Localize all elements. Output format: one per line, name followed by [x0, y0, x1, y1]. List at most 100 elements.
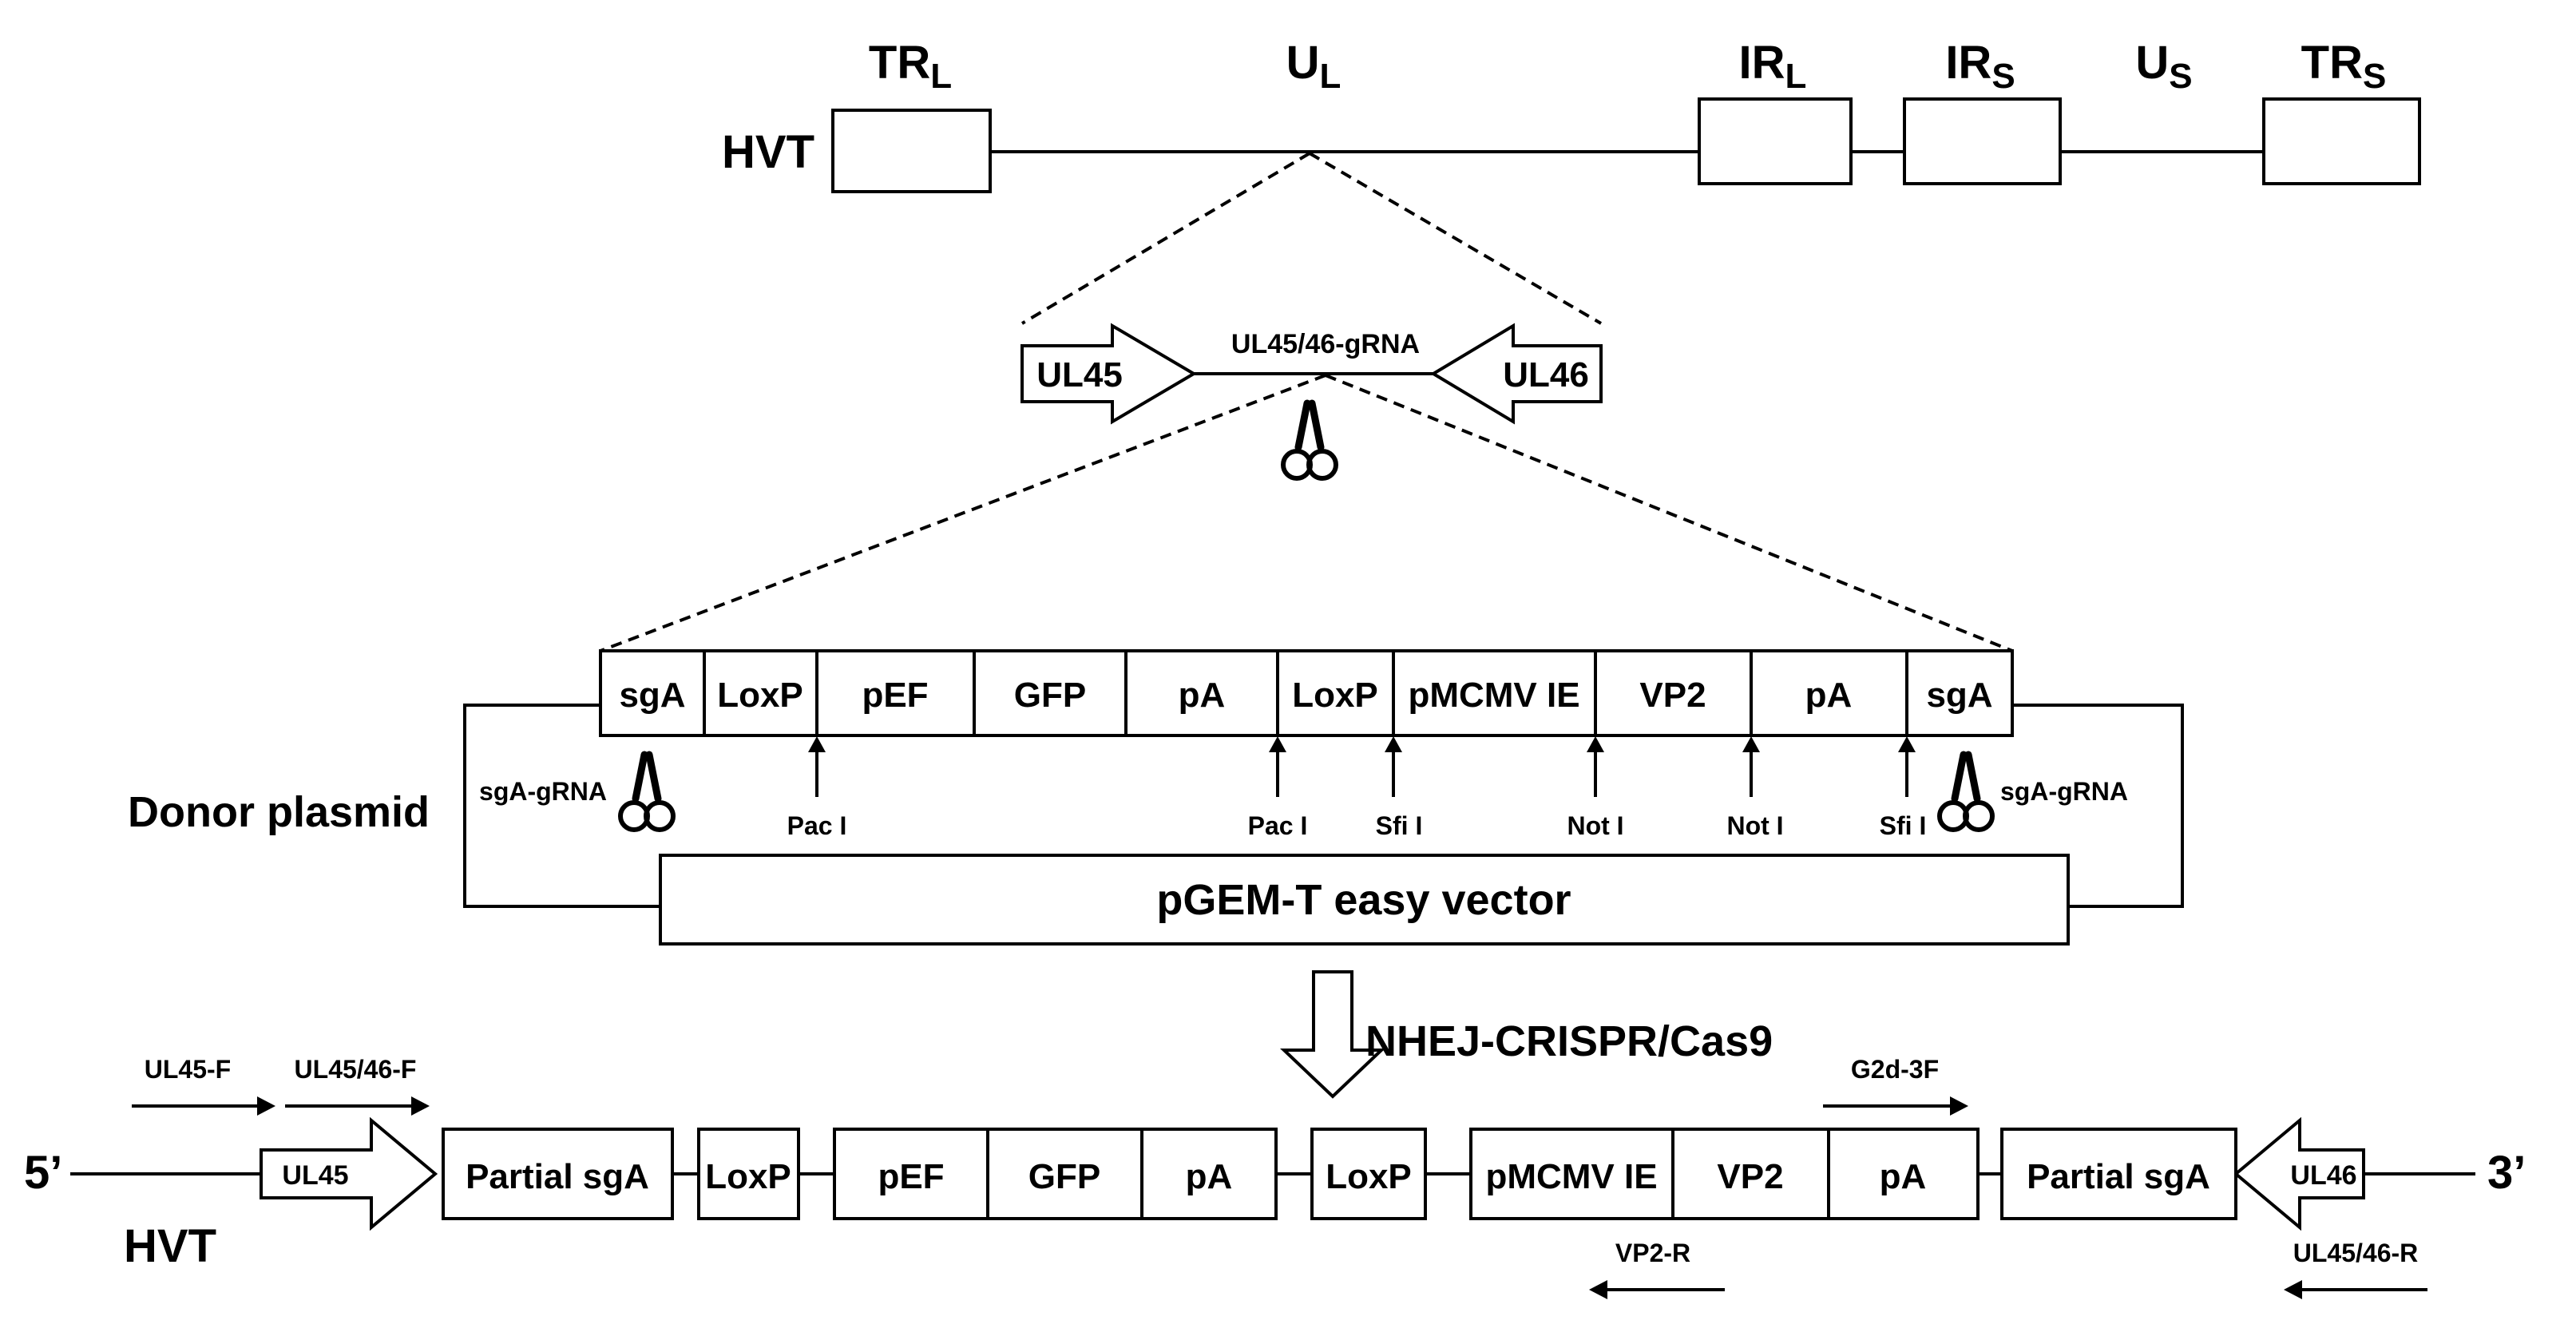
restriction-label: Sfi I: [1376, 811, 1423, 840]
restriction-label: Pac I: [787, 811, 847, 840]
result-ul46-arrow: [2233, 1116, 2365, 1231]
scissors-icon: [1937, 751, 1995, 832]
up-arrow-icon: [1742, 736, 1760, 752]
result-element-gfp: GFP: [1028, 1157, 1100, 1196]
down-arrow-icon: [1279, 970, 1386, 1099]
donor-element-pa: pA: [1805, 676, 1853, 715]
plasmid-loop-line: [463, 704, 660, 908]
plasmid-loop-line: [2012, 704, 2184, 908]
primer-vp2-r: VP2-R: [1589, 1239, 1725, 1299]
zoom-dashed-line: [1325, 374, 2013, 652]
restriction-site-not1: Not I: [1567, 736, 1624, 840]
donor-element-sga: sgA: [619, 676, 685, 715]
result-virus-label: HVT: [124, 1220, 216, 1272]
primer-ul45-f: UL45-F: [132, 1055, 275, 1116]
result-ul46-label: UL46: [2290, 1160, 2356, 1191]
irs-box: [1903, 97, 2062, 185]
restriction-label: Pac I: [1248, 811, 1308, 840]
right-arrow-icon: [257, 1096, 275, 1116]
left-arrow-icon: [2284, 1280, 2302, 1299]
region-label-us: US: [2135, 37, 2192, 96]
ul46-label: UL46: [1503, 355, 1589, 394]
irl-box: [1698, 97, 1853, 185]
up-arrow-icon: [1587, 736, 1604, 752]
genome-virus-label: HVT: [722, 126, 814, 178]
sga-grna-label-right: sgA-gRNA: [2000, 777, 2128, 806]
restriction-site-not1: Not I: [1726, 736, 1784, 840]
result-box-loxp: [1310, 1128, 1427, 1220]
restriction-label: Not I: [1567, 811, 1623, 840]
trs-box: [2262, 97, 2421, 185]
right-arrow-icon: [411, 1096, 430, 1116]
process-label: NHEJ-CRISPR/Cas9: [1365, 1017, 1773, 1065]
hvt-genome: HVT TRL UL IRL IRS US TRS: [722, 37, 2421, 193]
primer-label: G2d-3F: [1851, 1055, 1939, 1084]
trl-box: [831, 109, 992, 193]
primer-label: UL45/46-F: [295, 1055, 417, 1084]
region-label-ul: UL: [1286, 37, 1342, 96]
pgem-vector-box: [659, 854, 2070, 946]
result-element-pef: pEF: [878, 1157, 944, 1196]
result-element-pa: pA: [1186, 1157, 1233, 1196]
scissors-icon: [618, 751, 676, 832]
three-prime-label: 3’: [2487, 1147, 2526, 1199]
up-arrow-icon: [1269, 736, 1286, 752]
region-label-irl: IRL: [1739, 37, 1807, 96]
sga-grna-label-left: sgA-gRNA: [479, 777, 607, 806]
five-prime-label: 5’: [24, 1147, 62, 1199]
right-arrow-icon: [1950, 1096, 1968, 1116]
donor-element-pa: pA: [1179, 676, 1226, 715]
result-element-loxp: LoxP: [1326, 1157, 1412, 1196]
target-site: UL45 UL46 UL45/46-gRNA: [1020, 323, 1603, 481]
result-box-vp2-cassette: [1469, 1128, 1980, 1220]
region-label-trl: TRL: [869, 37, 952, 96]
zoom-dashed-line: [600, 374, 1326, 652]
primer-ul45-46-r: UL45/46-R: [2284, 1239, 2427, 1299]
result-box-gfp-cassette: [833, 1128, 1278, 1220]
donor-element-loxp: LoxP: [717, 676, 803, 715]
donor-element-loxp: LoxP: [1292, 676, 1378, 715]
recombinant-hvt: 5’ 3’ HVT UL45 UL46 Partial sgA LoxP pEF…: [24, 1055, 2526, 1299]
result-box-partial-sga: [442, 1128, 674, 1220]
restriction-label: Not I: [1726, 811, 1783, 840]
ul46-gene-arrow: [1430, 323, 1603, 425]
result-element-pa: pA: [1880, 1157, 1927, 1196]
grna-label: UL45/46-gRNA: [1231, 329, 1420, 359]
result-element-partial-sga: Partial sgA: [466, 1157, 649, 1196]
up-arrow-icon: [1385, 736, 1402, 752]
left-arrow-icon: [1589, 1280, 1607, 1299]
primer-g2d-3f: G2d-3F: [1823, 1055, 1968, 1116]
primer-ul45-46-f: UL45/46-F: [285, 1055, 430, 1116]
donor-plasmid-label: Donor plasmid: [128, 788, 430, 836]
result-ul45-arrow: [260, 1116, 438, 1231]
ul45-gene-arrow: [1020, 323, 1197, 425]
result-element-pmcmv-ie: pMCMV IE: [1485, 1157, 1657, 1196]
pgem-vector-label: pGEM-T easy vector: [1156, 876, 1571, 924]
up-arrow-icon: [1898, 736, 1916, 752]
donor-element-pef: pEF: [862, 676, 928, 715]
primer-label: VP2-R: [1615, 1239, 1690, 1267]
donor-plasmid: pGEM-T easy vector Donor plasmid sgA Lox…: [128, 649, 2184, 946]
ul45-label: UL45: [1036, 355, 1123, 394]
result-box-partial-sga: [2000, 1128, 2237, 1220]
scissors-icon: [1281, 399, 1338, 481]
restriction-site-sfi1: Sfi I: [1376, 736, 1423, 840]
restriction-site-sfi1: Sfi I: [1880, 736, 1927, 840]
donor-cassette-frame: [599, 649, 2014, 737]
donor-element-pmcmv-ie: pMCMV IE: [1408, 676, 1579, 715]
donor-element-gfp: GFP: [1014, 676, 1086, 715]
primer-label: UL45-F: [145, 1055, 231, 1084]
restriction-label: Sfi I: [1880, 811, 1927, 840]
region-label-trs: TRS: [2301, 37, 2387, 96]
result-element-partial-sga: Partial sgA: [2027, 1157, 2210, 1196]
zoom-dashed-line: [1308, 152, 1603, 325]
restriction-site-pac1: Pac I: [787, 736, 847, 840]
restriction-site-pac1: Pac I: [1248, 736, 1308, 840]
process-step: NHEJ-CRISPR/Cas9: [1279, 970, 1773, 1099]
result-box-loxp: [697, 1128, 800, 1220]
donor-element-vp2: VP2: [1639, 676, 1706, 715]
primer-label: UL45/46-R: [2293, 1239, 2419, 1267]
donor-element-sga: sgA: [1926, 676, 1992, 715]
result-ul45-label: UL45: [282, 1160, 348, 1191]
